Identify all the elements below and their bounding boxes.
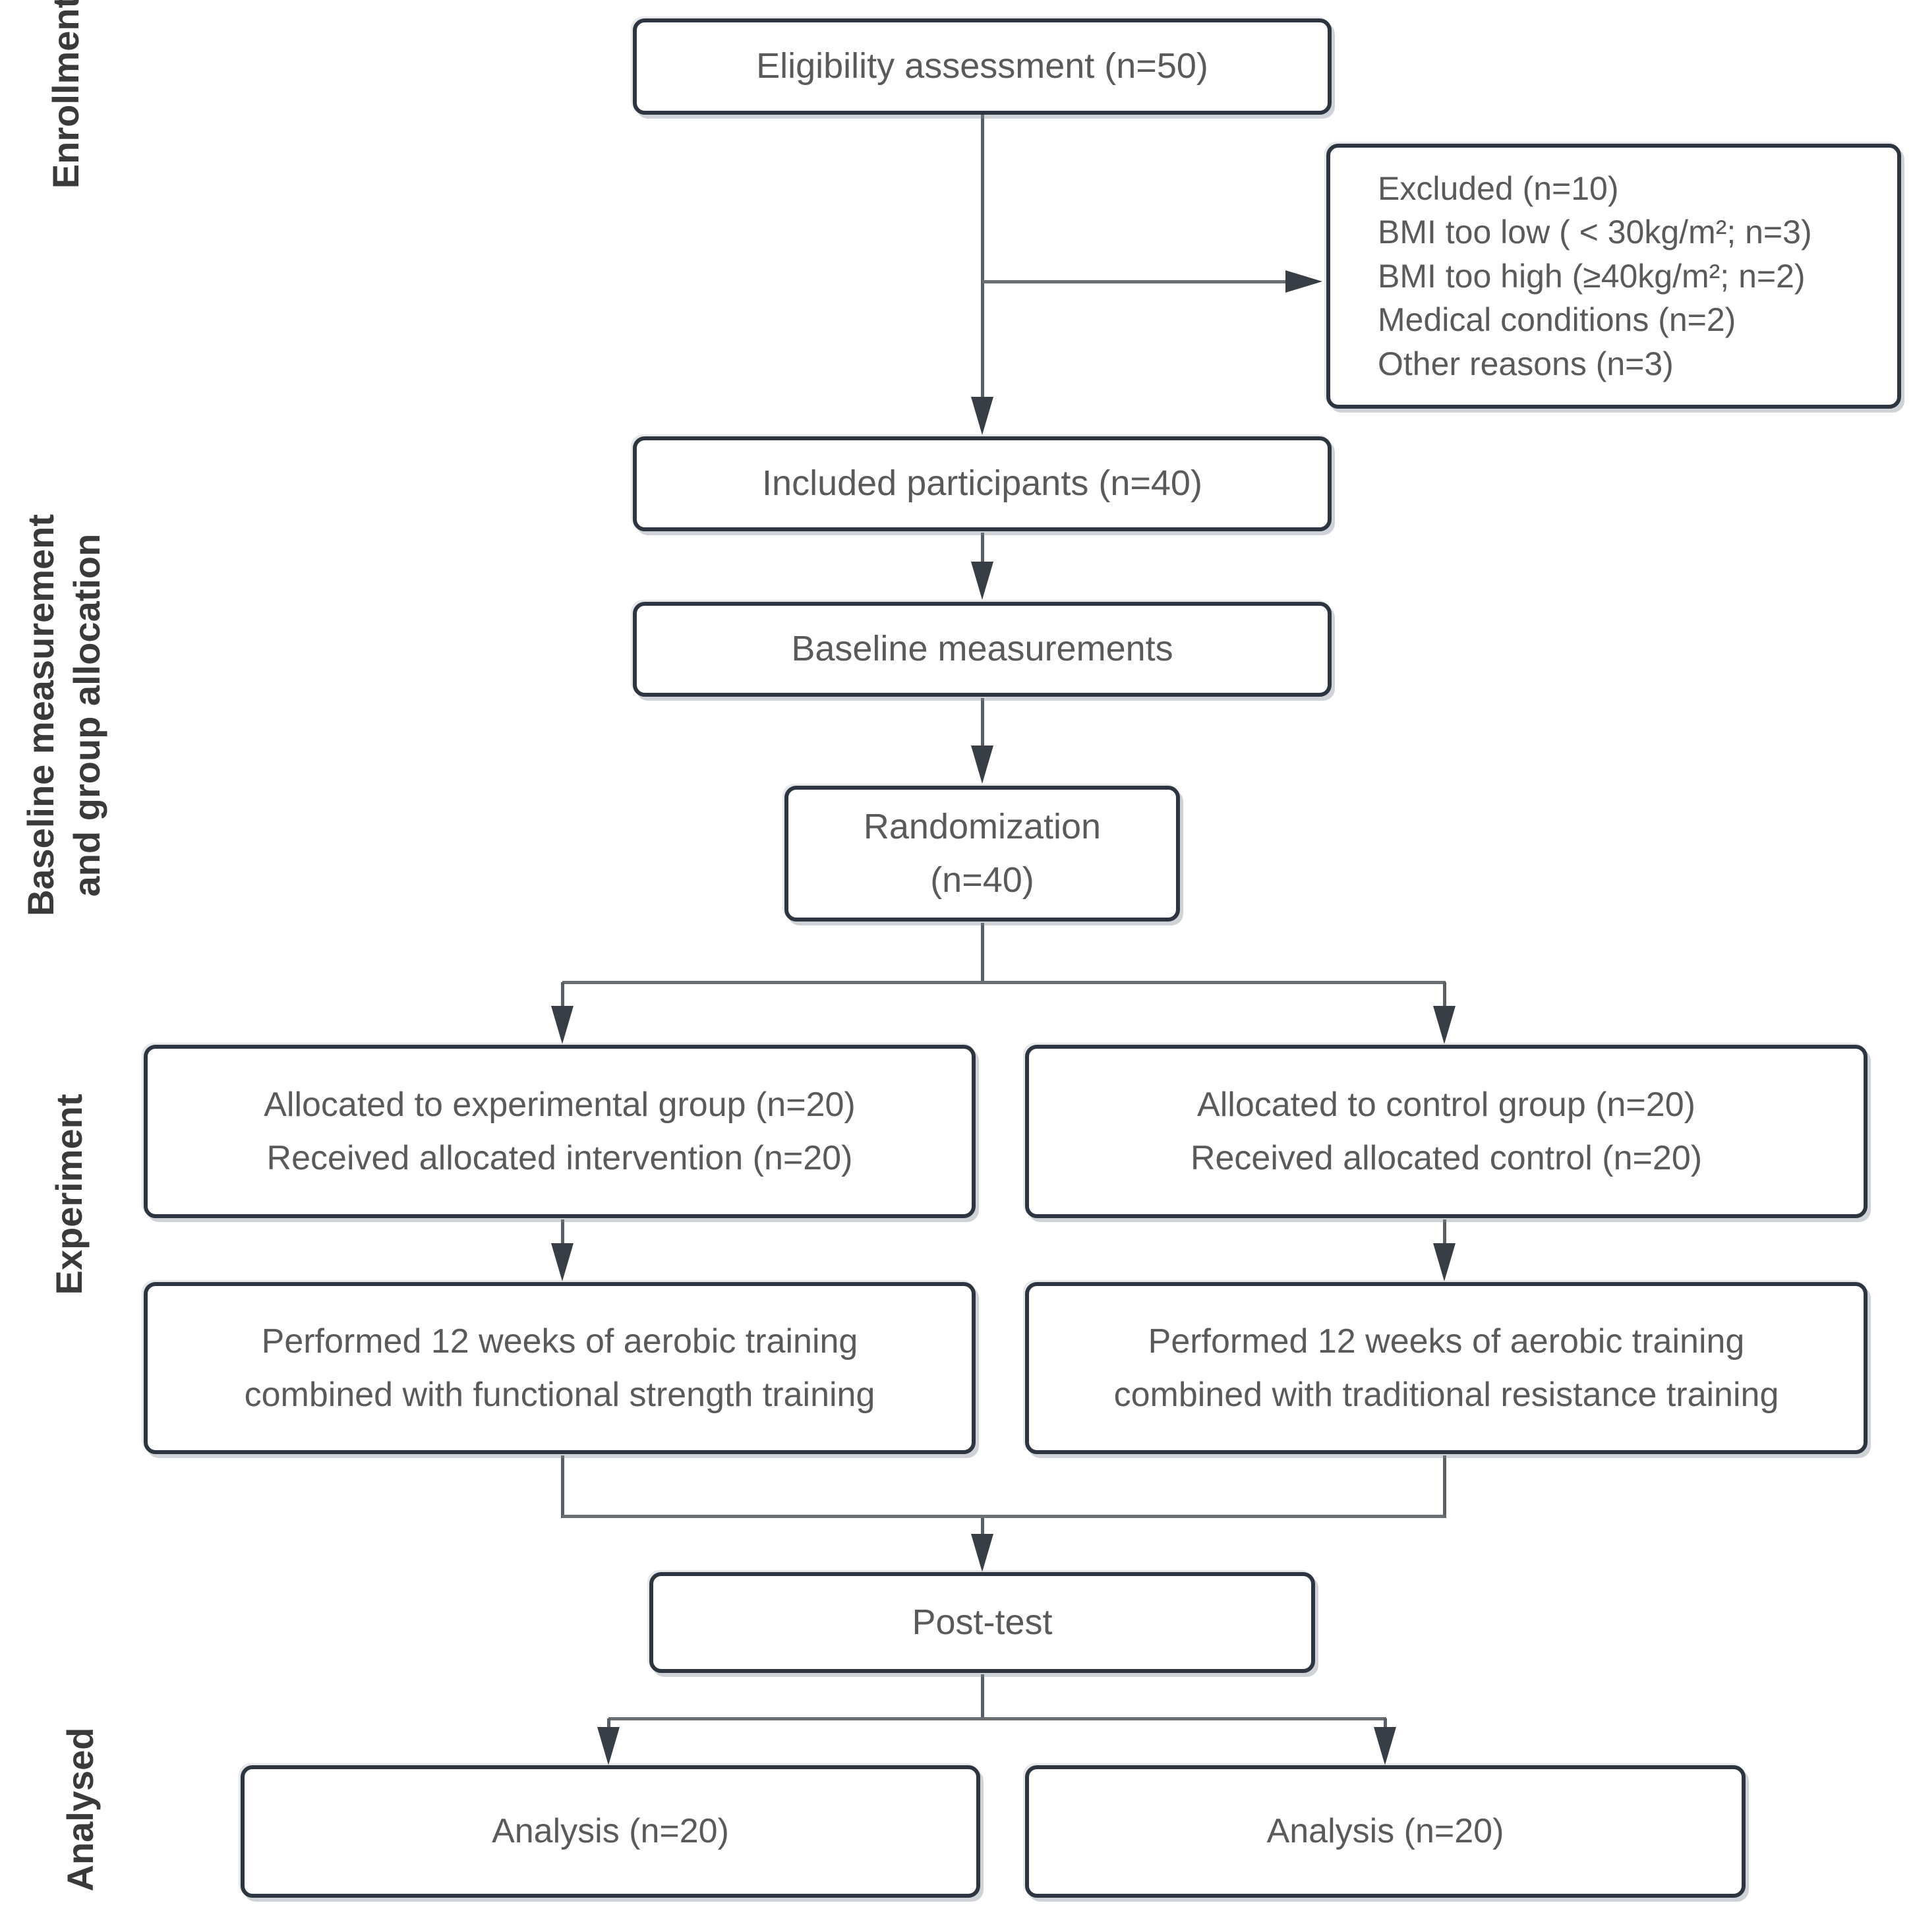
connector-alloc-perf-left [561,1219,564,1244]
stage-label-experiment: Experiment [48,1094,90,1295]
box-eligibility-assessment: Eligibility assessment (n=50) [633,18,1332,115]
arrowhead-into-randomization [971,746,993,784]
box-analysis-experimental: Analysis (n=20) [241,1765,980,1898]
arrowhead-into-alloc-experimental [551,1006,574,1044]
connector-perf-merge-left [561,1455,564,1518]
stage-label-enrollment: Enrollment [45,0,86,189]
connector-alloc-perf-right [1443,1219,1446,1244]
connector-posttest-split [981,1674,984,1720]
box-baseline-measurements: Baseline measurements [633,602,1332,697]
arrowhead-into-alloc-control [1433,1006,1456,1044]
box-excluded: Excluded (n=10) BMI too low ( < 30kg/m²;… [1326,144,1901,409]
arrowhead-into-analysis-experimental [597,1727,620,1765]
connector-allocation-split-bar [562,981,1446,984]
connector-merge-posttest [981,1518,984,1535]
connector-baseline-randomization [981,698,984,747]
box-allocated-control: Allocated to control group (n=20) Receiv… [1025,1045,1868,1218]
connector-perf-merge-right [1443,1455,1446,1518]
connector-analysis-split-bar [608,1717,1386,1720]
arrowhead-into-posttest [971,1534,993,1572]
connector-eligibility-down [981,114,984,397]
connector-included-baseline [981,533,984,563]
connector-merge-bar [562,1515,1446,1518]
connector-randomization-split [981,923,984,983]
arrowhead-into-included [971,397,993,435]
stage-label-baseline-allocation: Baseline measurement and group allocatio… [20,513,107,917]
connector-split-analysis-right [1384,1718,1387,1728]
box-randomization: Randomization (n=40) [784,786,1180,922]
connector-branch-excluded [982,280,1285,283]
box-performed-experimental: Performed 12 weeks of aerobic training c… [144,1282,976,1454]
connector-split-alloc-right [1443,982,1446,1007]
arrowhead-into-excluded [1285,270,1322,293]
connector-split-analysis-left [607,1718,610,1728]
arrowhead-into-perf-experimental [551,1243,574,1281]
stage-label-analysed: Analysed [59,1727,101,1892]
connector-split-alloc-left [561,982,564,1007]
box-post-test: Post-test [649,1572,1315,1673]
arrowhead-into-perf-control [1433,1243,1456,1281]
box-allocated-experimental: Allocated to experimental group (n=20) R… [144,1045,976,1218]
arrowhead-into-baseline [971,562,993,600]
box-performed-control: Performed 12 weeks of aerobic training c… [1025,1282,1868,1454]
arrowhead-into-analysis-control [1374,1727,1396,1765]
box-included-participants: Included participants (n=40) [633,436,1332,531]
box-analysis-control: Analysis (n=20) [1025,1765,1746,1898]
